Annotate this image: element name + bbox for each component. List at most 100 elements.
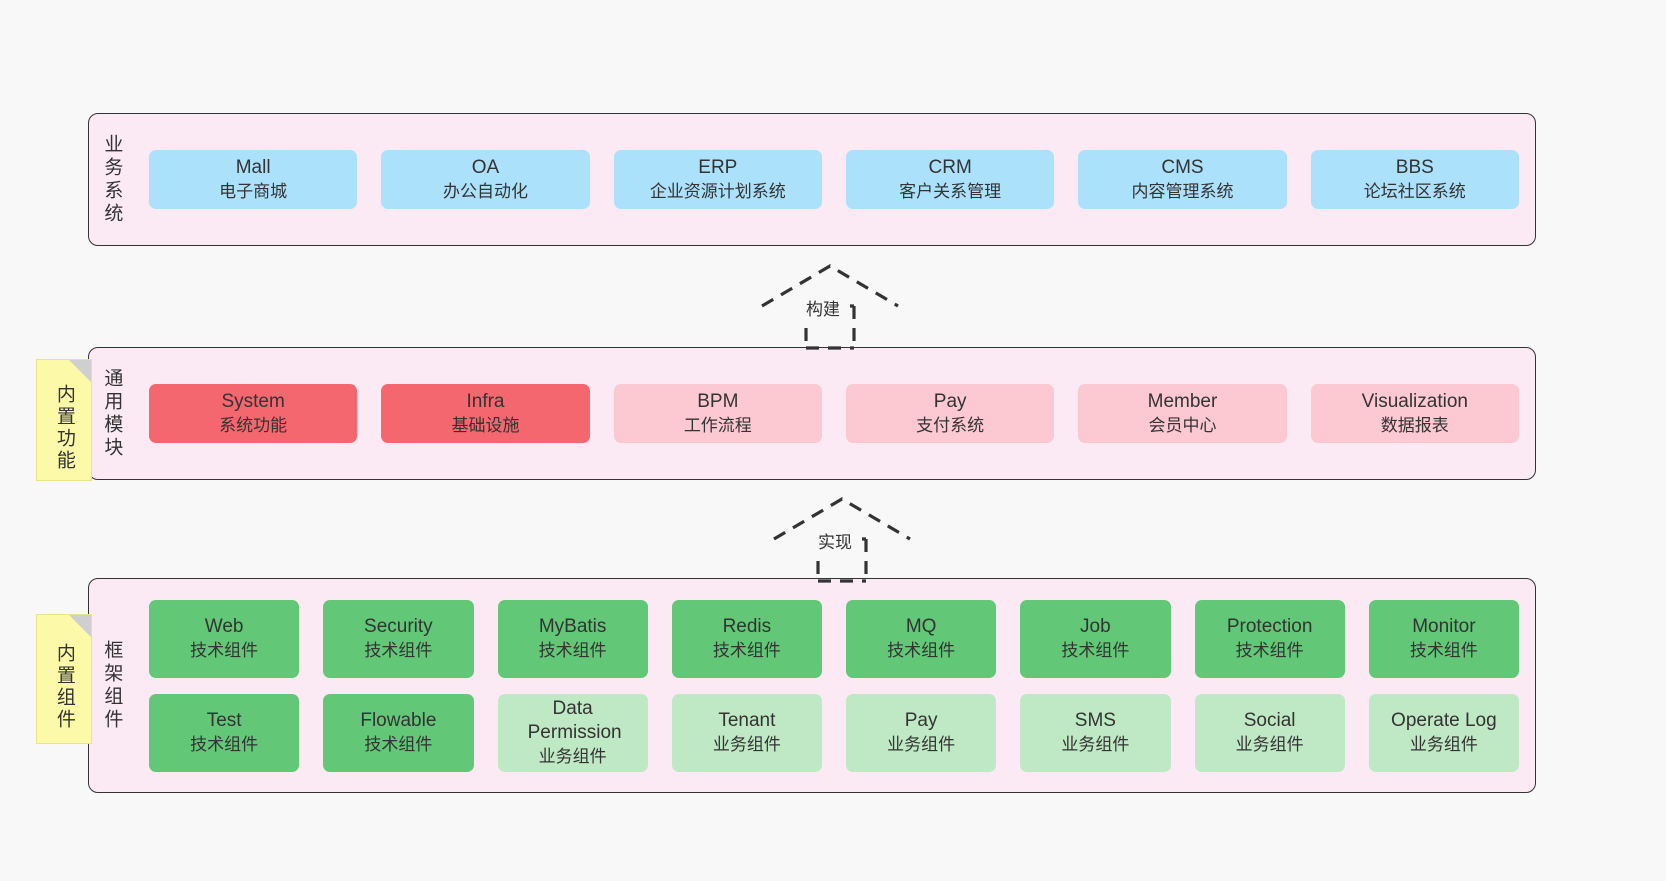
card-name: Member	[1147, 391, 1218, 413]
card-name: CRM	[928, 157, 972, 179]
card-subtitle: 数据报表	[1380, 415, 1449, 435]
layer-title-common-module: 通用模块	[89, 348, 133, 479]
card-row: System 系统功能 Infra 基础设施 BPM 工作流程 Pay 支付系统…	[149, 384, 1519, 443]
card-visualization[interactable]: Visualization 数据报表	[1310, 384, 1519, 443]
card-subtitle: 技术组件	[364, 734, 433, 754]
layer-title-text: 通用模块	[101, 367, 123, 460]
sticky-note-text: 内置组件	[53, 643, 75, 731]
card-subtitle: 技术组件	[538, 640, 607, 660]
layer-common-module: 通用模块 System 系统功能 Infra 基础设施 BPM 工作流程 Pay	[88, 347, 1536, 480]
card-subtitle: 技术组件	[1409, 640, 1478, 660]
card-social[interactable]: Social 业务组件	[1194, 693, 1345, 772]
card-infra[interactable]: Infra 基础设施	[381, 384, 590, 443]
card-name: SMS	[1074, 710, 1116, 732]
card-name: System	[221, 391, 285, 413]
card-name: Mall	[235, 157, 271, 179]
card-oa[interactable]: OA 办公自动化	[381, 150, 590, 209]
card-subtitle: 内容管理系统	[1131, 181, 1234, 201]
card-name: OA	[471, 157, 500, 179]
card-name: Pay	[933, 391, 967, 413]
card-name: MyBatis	[538, 616, 607, 638]
layer-title-text: 业务系统	[101, 133, 123, 226]
connector-label-build: 构建	[804, 295, 842, 320]
card-subtitle: 技术组件	[190, 640, 259, 660]
card-system[interactable]: System 系统功能	[149, 384, 358, 443]
card-name: Web	[204, 616, 244, 638]
card-subtitle: 办公自动化	[442, 181, 528, 201]
card-name: Job	[1080, 616, 1111, 638]
fold-corner-icon	[69, 360, 91, 382]
layer-body-framework-component: Web 技术组件 Security 技术组件 MyBatis 技术组件 Redi…	[133, 579, 1535, 792]
card-subtitle: 业务组件	[1061, 734, 1130, 754]
card-cms[interactable]: CMS 内容管理系统	[1078, 150, 1287, 209]
card-subtitle: 客户关系管理	[899, 181, 1002, 201]
card-crm[interactable]: CRM 客户关系管理	[845, 150, 1055, 209]
card-name: MQ	[905, 616, 937, 638]
card-operate-log[interactable]: Operate Log 业务组件	[1368, 693, 1519, 772]
card-data-permission[interactable]: Data Permission 业务组件	[497, 693, 648, 772]
card-subtitle: 会员中心	[1148, 415, 1217, 435]
card-subtitle: 业务组件	[1235, 734, 1304, 754]
card-name: Social	[1243, 710, 1296, 732]
card-mq[interactable]: MQ 技术组件	[846, 599, 997, 678]
card-flowable[interactable]: Flowable 技术组件	[323, 693, 474, 772]
layer-body-common-module: System 系统功能 Infra 基础设施 BPM 工作流程 Pay 支付系统…	[133, 348, 1535, 479]
card-tenant[interactable]: Tenant 业务组件	[671, 693, 822, 772]
card-subtitle: 技术组件	[190, 734, 259, 754]
card-test[interactable]: Test 技术组件	[149, 693, 300, 772]
card-name: Infra	[466, 391, 505, 413]
card-security[interactable]: Security 技术组件	[323, 599, 474, 678]
card-job[interactable]: Job 技术组件	[1020, 599, 1171, 678]
card-name: Data Permission	[527, 697, 622, 744]
card-name: ERP	[698, 157, 738, 179]
card-pay[interactable]: Pay 支付系统	[845, 384, 1055, 443]
card-member[interactable]: Member 会员中心	[1078, 384, 1287, 443]
connector-implement: 实现	[772, 495, 912, 583]
layer-title-business-system: 业务系统	[89, 114, 133, 245]
card-monitor[interactable]: Monitor 技术组件	[1368, 599, 1519, 678]
card-name: Protection	[1226, 616, 1313, 638]
card-name: Security	[364, 616, 433, 638]
card-name: Flowable	[360, 710, 437, 732]
sticky-note-builtin-features: 内置功能	[36, 359, 92, 481]
card-subtitle: 技术组件	[364, 640, 433, 660]
card-name: Operate Log	[1391, 710, 1497, 732]
card-name: Test	[206, 710, 242, 732]
arrowhead-path	[773, 497, 911, 541]
card-subtitle: 论坛社区系统	[1363, 181, 1466, 201]
card-subtitle: 业务组件	[712, 734, 781, 754]
layer-title-framework-component: 框架组件	[89, 579, 133, 792]
card-subtitle: 工作流程	[683, 415, 752, 435]
card-subtitle: 支付系统	[916, 415, 985, 435]
card-redis[interactable]: Redis 技术组件	[671, 599, 822, 678]
layer-title-text: 框架组件	[101, 639, 123, 732]
connector-build: 构建	[760, 262, 900, 350]
card-subtitle: 业务组件	[887, 734, 956, 754]
card-name: Redis	[722, 616, 772, 638]
card-subtitle: 基础设施	[451, 415, 520, 435]
card-mall[interactable]: Mall 电子商城	[149, 150, 358, 209]
card-pay-component[interactable]: Pay 业务组件	[846, 693, 997, 772]
card-erp[interactable]: ERP 企业资源计划系统	[613, 150, 822, 209]
card-subtitle: 系统功能	[219, 415, 288, 435]
card-protection[interactable]: Protection 技术组件	[1194, 599, 1345, 678]
card-subtitle: 电子商城	[219, 181, 288, 201]
card-bpm[interactable]: BPM 工作流程	[613, 384, 822, 443]
card-bbs[interactable]: BBS 论坛社区系统	[1310, 150, 1519, 209]
card-subtitle: 技术组件	[1061, 640, 1130, 660]
card-row: Test 技术组件 Flowable 技术组件 Data Permission …	[149, 693, 1519, 772]
card-web[interactable]: Web 技术组件	[149, 599, 300, 678]
card-name: BBS	[1395, 157, 1434, 179]
card-subtitle: 技术组件	[712, 640, 781, 660]
card-subtitle: 技术组件	[887, 640, 956, 660]
card-subtitle: 企业资源计划系统	[649, 181, 786, 201]
card-row: Mall 电子商城 OA 办公自动化 ERP 企业资源计划系统 CRM 客户关系…	[149, 150, 1519, 209]
card-name: Visualization	[1361, 391, 1468, 413]
layer-framework-component: 框架组件 Web 技术组件 Security 技术组件 MyBatis 技术组件…	[88, 578, 1536, 793]
card-mybatis[interactable]: MyBatis 技术组件	[497, 599, 648, 678]
sticky-note-text: 内置功能	[53, 384, 75, 472]
card-sms[interactable]: SMS 业务组件	[1020, 693, 1171, 772]
card-name: BPM	[697, 391, 739, 413]
card-subtitle: 业务组件	[1409, 734, 1478, 754]
